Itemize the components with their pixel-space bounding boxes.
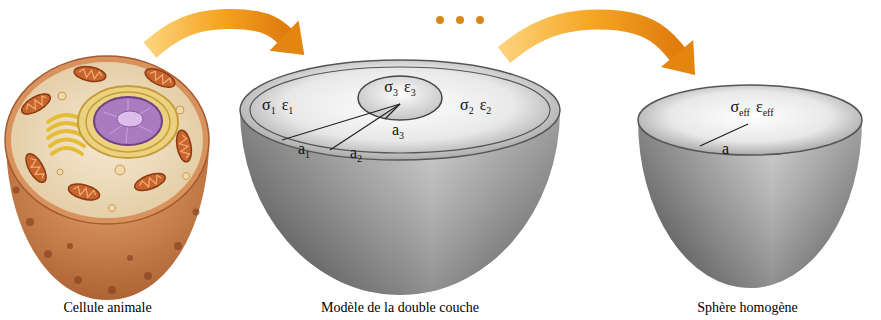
- transition-arrow: [150, 19, 304, 55]
- arrow-head: [270, 20, 305, 55]
- arrow-band: [150, 19, 286, 50]
- endoplasmic-reticulum: [86, 92, 170, 152]
- symbol-label: σ1ε1: [262, 96, 293, 116]
- symbol-name: ε: [282, 96, 289, 113]
- symbol-name: σ: [460, 96, 469, 113]
- figure-caption: Sphère homogène: [697, 299, 798, 318]
- figure-caption: Modèle de la double couche: [321, 299, 479, 318]
- symbol-name: σ: [384, 78, 393, 95]
- nucleus-texture: [104, 99, 152, 143]
- symbol-subscript: eff: [739, 107, 750, 118]
- homogeneous-sphere-illustration: [638, 85, 862, 288]
- outer-membrane: [240, 60, 560, 160]
- symbol-name: a: [722, 140, 729, 157]
- symbol-name: ε: [404, 78, 411, 95]
- symbol-subscript: eff: [763, 107, 774, 118]
- figure-panel: Cellule animale: [5, 50, 210, 318]
- symbol-label: σeffεeff: [730, 98, 773, 118]
- cell-membrane: [5, 56, 209, 224]
- symbol-label: a: [722, 140, 729, 158]
- symbol-name: ε: [756, 98, 763, 115]
- endoplasmic-reticulum: [78, 86, 178, 158]
- cytoplasm: [11, 62, 203, 218]
- symbol-subscript: 2: [357, 153, 362, 164]
- mitochondria: [19, 64, 194, 203]
- arrow-head: [661, 40, 695, 75]
- symbol-label: a3: [392, 121, 404, 141]
- cell-illustration: [5, 56, 209, 300]
- symbol-subscript: 3: [393, 87, 398, 98]
- symbol-subscript: 2: [486, 105, 491, 116]
- sphere-section: [638, 85, 862, 155]
- vesicles: [57, 92, 190, 212]
- symbol-subscript: 2: [469, 105, 474, 116]
- nucleus: [94, 97, 162, 145]
- ellipsis-dots: [436, 16, 484, 24]
- symbol-name: a: [298, 140, 305, 157]
- symbol-label: σ2ε2: [460, 96, 491, 116]
- symbol-name: a: [350, 144, 357, 161]
- symbol-name: a: [392, 121, 399, 138]
- symbol-subscript: 3: [399, 130, 404, 141]
- symbol-name: σ: [262, 96, 271, 113]
- symbol-label: σ3ε3: [384, 78, 415, 98]
- symbol-name: ε: [480, 96, 487, 113]
- symbol-subscript: 1: [305, 149, 310, 160]
- figure-caption: Cellule animale: [63, 299, 151, 318]
- symbol-name: σ: [730, 98, 739, 115]
- figure-panel: Modèle de la double couche: [235, 55, 565, 318]
- nucleolus: [117, 111, 143, 127]
- transition-arrow: [504, 20, 695, 75]
- inner-membrane: [250, 67, 550, 153]
- symbol-label: a2: [350, 144, 362, 164]
- symbol-subscript: 1: [271, 105, 276, 116]
- symbol-subscript: 1: [288, 105, 293, 116]
- symbol-subscript: 3: [411, 87, 416, 98]
- symbol-label: a1: [298, 140, 310, 160]
- arrow-band: [504, 20, 678, 56]
- double-shell-illustration: [240, 60, 560, 295]
